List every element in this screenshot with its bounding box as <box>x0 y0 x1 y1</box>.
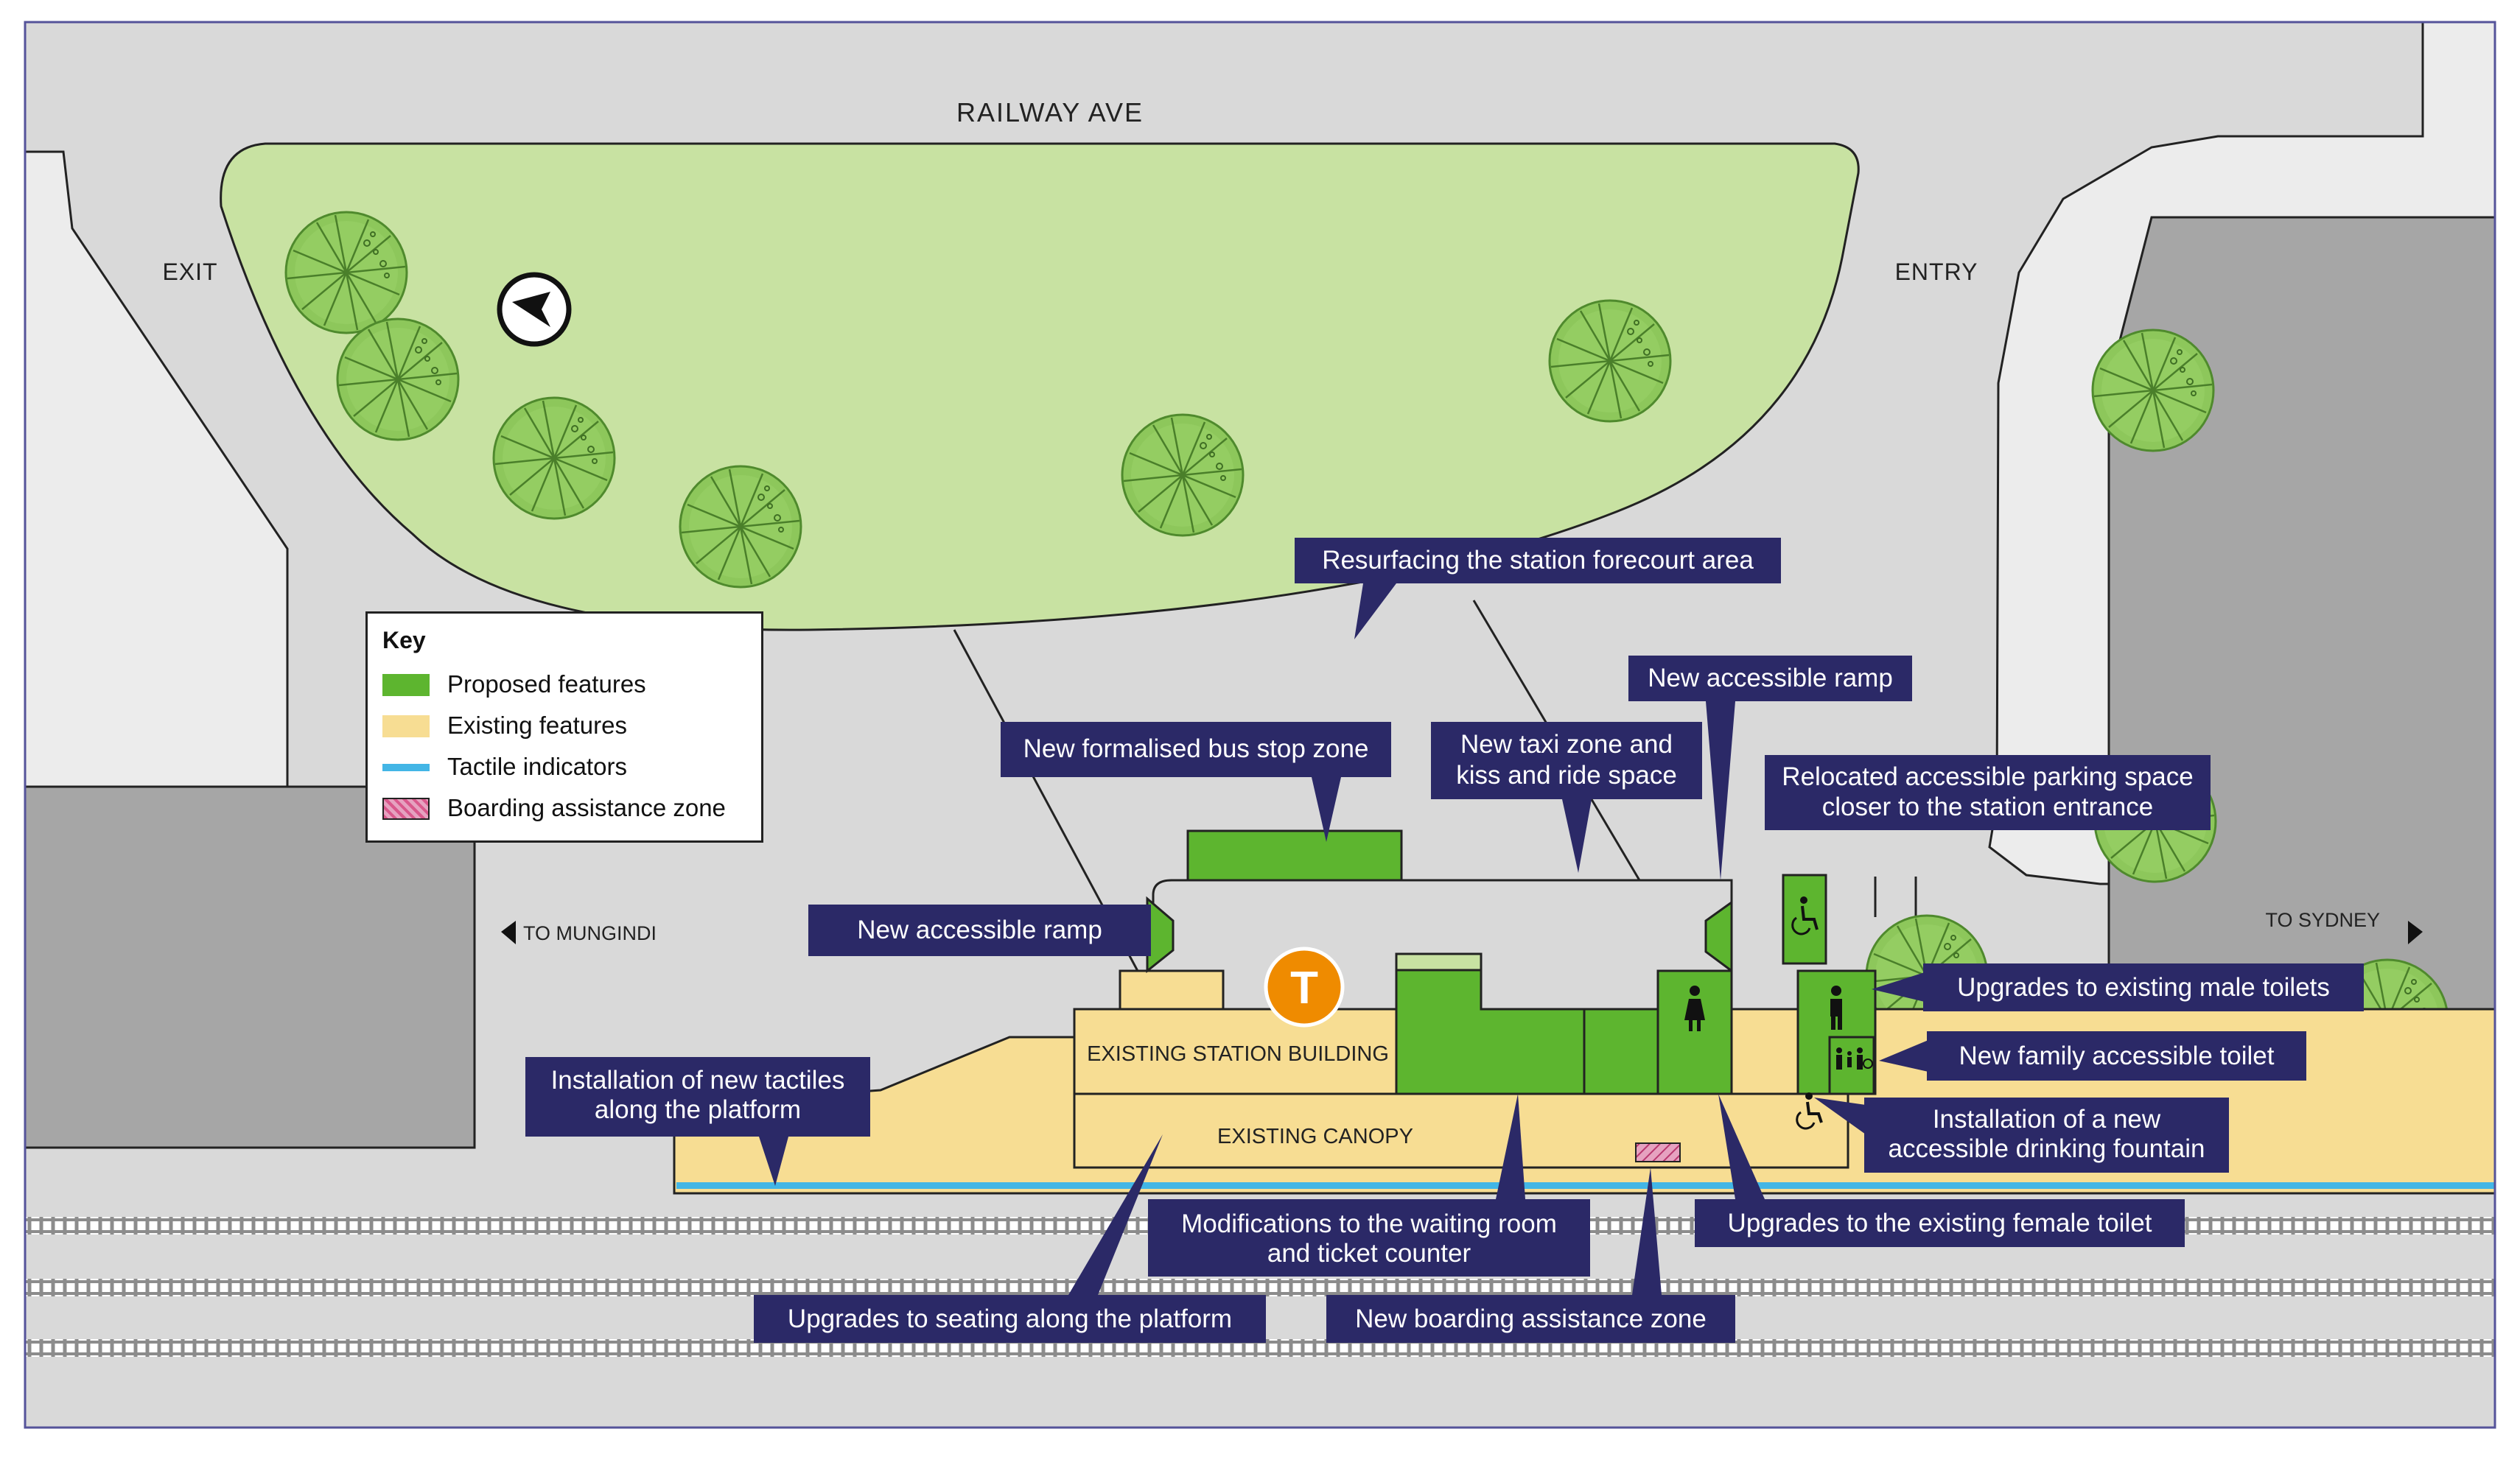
canopy-label: EXISTING CANOPY <box>1217 1125 1413 1148</box>
forecourt-park <box>220 142 1860 631</box>
callout-fountain-line2: accessible drinking fountain <box>1888 1134 2205 1163</box>
map-legend: Key Proposed features Existing features … <box>365 611 763 843</box>
callout-ramp-left: New accessible ramp <box>857 916 1102 944</box>
map-frame <box>24 21 2496 1429</box>
tree-icon <box>492 396 616 520</box>
tree-icon <box>1548 299 1672 423</box>
callout-female-toilet: Upgrades to the existing female toilet <box>1727 1209 2152 1237</box>
tree-icon <box>1121 413 1245 537</box>
bus-stop-zone <box>1186 829 1403 882</box>
callout-waiting-line1: Modifications to the waiting room <box>1181 1210 1557 1238</box>
callout-bus-stop: New formalised bus stop zone <box>1023 734 1369 763</box>
accessible-parking-icon <box>1791 896 1819 935</box>
ramp-right <box>1704 900 1733 973</box>
legend-item: Tactile indicators <box>382 752 758 782</box>
tree-icon <box>336 317 460 441</box>
tree-icon <box>2091 329 2215 452</box>
svg-text:T: T <box>1290 963 1318 1014</box>
arrow-right-icon <box>2408 921 2423 944</box>
tree-icon <box>679 465 802 589</box>
direction-left-label: TO MUNGINDI <box>523 922 657 944</box>
entry-label: ENTRY <box>1895 259 1978 285</box>
callout-forecourt: Resurfacing the station forecourt area <box>1322 546 1754 575</box>
legend-swatch-boarding <box>382 798 430 820</box>
legend-label: Tactile indicators <box>447 753 627 780</box>
callout-fountain-line1: Installation of a new <box>1932 1105 2161 1134</box>
callouts <box>525 538 2364 1343</box>
exit-label: EXIT <box>162 259 217 285</box>
existing-station-building <box>1073 1008 1400 1095</box>
drinking-fountain-icon <box>1796 1092 1823 1130</box>
callout-parking-line1: Relocated accessible parking space <box>1782 762 2194 791</box>
road-name: RAILWAY AVE <box>956 97 1144 127</box>
callout-taxi-line2: kiss and ride space <box>1456 761 1677 790</box>
tree-icon <box>284 211 408 334</box>
legend-swatch-proposed <box>382 674 430 696</box>
direction-right-label: TO SYDNEY <box>2265 909 2380 931</box>
legend-swatch-existing <box>382 715 430 737</box>
legend-label: Existing features <box>447 712 627 739</box>
family-icon <box>1836 1047 1873 1070</box>
legend-label: Boarding assistance zone <box>447 794 726 821</box>
legend-item: Boarding assistance zone <box>382 793 758 823</box>
callout-taxi-line1: New taxi zone and <box>1460 730 1673 759</box>
arrow-left-icon <box>501 921 516 944</box>
legend-item: Proposed features <box>382 670 758 699</box>
boarding-assistance-zone <box>1635 1142 1681 1162</box>
legend-title: Key <box>382 627 426 653</box>
callout-boarding: New boarding assistance zone <box>1355 1305 1707 1333</box>
building-label: EXISTING STATION BUILDING <box>1087 1042 1389 1066</box>
callout-tactiles-line2: along the platform <box>594 1095 802 1124</box>
legend-item: Existing features <box>382 711 758 740</box>
legend-label: Proposed features <box>447 670 646 698</box>
callout-ramp-right: New accessible ramp <box>1648 664 1893 692</box>
female-icon <box>1684 986 1705 1031</box>
kerb-line <box>1152 879 1733 965</box>
callout-tactiles-line1: Installation of new tactiles <box>550 1066 845 1095</box>
existing-canopy <box>1073 1092 1849 1169</box>
legend-swatch-tactile <box>382 764 430 771</box>
ticket-counter <box>1583 1008 1659 1095</box>
male-icon <box>1830 986 1842 1030</box>
callout-seating: Upgrades to seating along the platform <box>787 1305 1233 1333</box>
north-arrow-icon <box>497 272 572 347</box>
tactile-indicators <box>676 1182 2495 1189</box>
callout-parking-line2: closer to the station entrance <box>1821 793 2154 821</box>
callout-waiting-line2: and ticket counter <box>1267 1239 1471 1268</box>
callout-family-toilet: New family accessible toilet <box>1959 1042 2275 1070</box>
transport-logo-icon: T <box>1264 947 1345 1028</box>
callout-male-toilets: Upgrades to existing male toilets <box>1957 973 2330 1002</box>
